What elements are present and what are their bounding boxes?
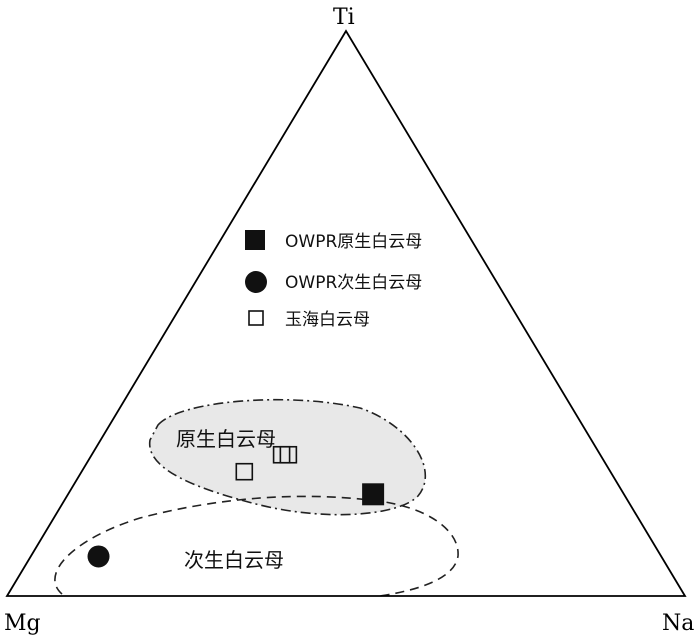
legend-label-owpr-secondary: OWPR次生白云母 — [285, 273, 422, 293]
ternary-triangle — [5, 29, 687, 597]
legend: OWPR原生白云母 OWPR次生白云母 玉海白云母 — [245, 230, 422, 330]
legend-marker-filled-square — [245, 230, 265, 250]
region-secondary-muscovite — [54, 495, 459, 597]
vertex-label-ti: Ti — [333, 5, 355, 30]
region-label-secondary: 次生白云母 — [184, 548, 284, 572]
data-point-series-1-0 — [87, 545, 110, 568]
legend-marker-open-square — [248, 310, 264, 326]
data-points — [87, 445, 385, 568]
legend-label-owpr-primary: OWPR原生白云母 — [285, 232, 422, 252]
data-point-series-2-0 — [235, 462, 254, 481]
legend-marker-filled-circle — [245, 271, 267, 293]
vertex-label-na: Na — [662, 611, 694, 636]
data-point-series-0-0 — [362, 483, 385, 506]
data-point-series-2-2 — [279, 445, 298, 464]
region-primary-muscovite — [149, 398, 427, 516]
vertex-label-mg: Mg — [4, 611, 41, 636]
legend-label-yuhai: 玉海白云母 — [285, 310, 370, 330]
region-label-primary: 原生白云母 — [176, 427, 276, 451]
